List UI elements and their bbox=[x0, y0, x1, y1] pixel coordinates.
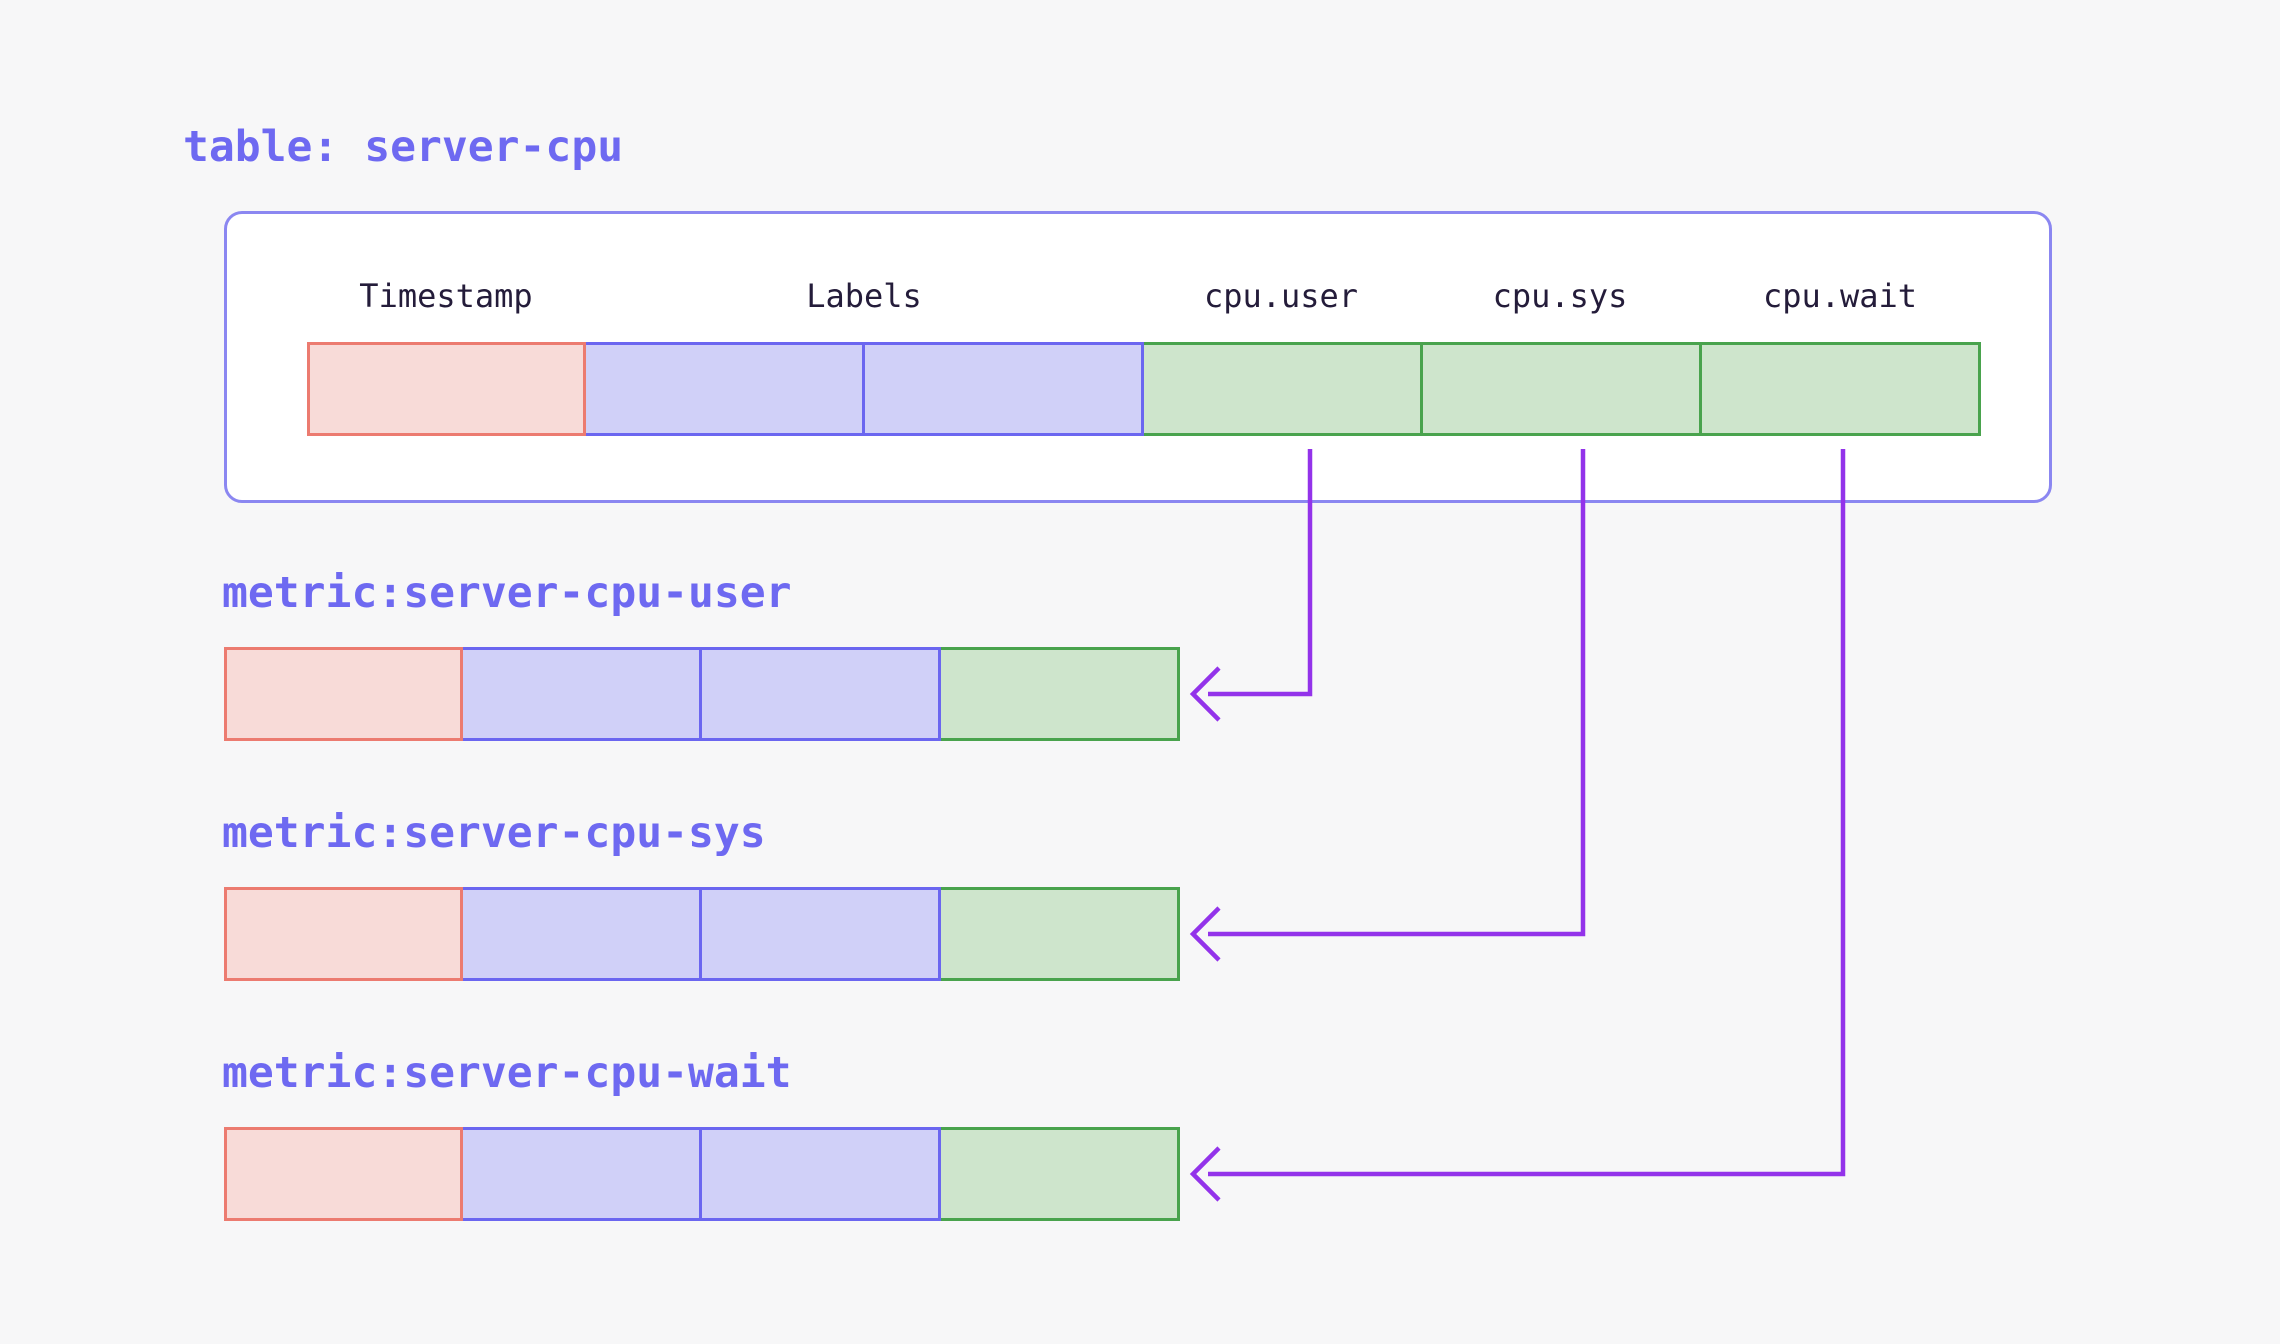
table-title: table: server-cpu bbox=[183, 122, 624, 172]
table-cell-label-1 bbox=[586, 342, 865, 436]
metric-cell-label-2 bbox=[702, 647, 941, 741]
metric-row-server-cpu-user bbox=[224, 647, 1180, 741]
column-header-labels: Labels bbox=[806, 277, 922, 315]
metric-cell-timestamp bbox=[224, 647, 463, 741]
table-cell-label-2 bbox=[865, 342, 1144, 436]
metric-cell-label-1 bbox=[463, 647, 702, 741]
metric-label-server-cpu-wait: metric:server-cpu-wait bbox=[222, 1048, 792, 1098]
metric-cell-label-1 bbox=[463, 887, 702, 981]
table-row bbox=[307, 342, 1981, 436]
column-header-cpu-sys: cpu.sys bbox=[1492, 277, 1628, 315]
metric-row-server-cpu-sys bbox=[224, 887, 1180, 981]
table-cell-timestamp bbox=[307, 342, 586, 436]
metric-cell-label-2 bbox=[702, 887, 941, 981]
table-cell-cpu-sys bbox=[1423, 342, 1702, 436]
metric-cell-value bbox=[941, 887, 1180, 981]
metric-cell-value bbox=[941, 647, 1180, 741]
metric-label-server-cpu-sys: metric:server-cpu-sys bbox=[222, 808, 766, 858]
arrow-cpu-sys-to-metric bbox=[1189, 449, 1586, 962]
metric-cell-label-2 bbox=[702, 1127, 941, 1221]
table-panel: Timestamp Labels cpu.user cpu.sys cpu.wa… bbox=[224, 211, 2052, 503]
metric-row-server-cpu-wait bbox=[224, 1127, 1180, 1221]
column-header-timestamp: Timestamp bbox=[359, 277, 533, 315]
metric-label-server-cpu-user: metric:server-cpu-user bbox=[222, 568, 792, 618]
table-cell-cpu-wait bbox=[1702, 342, 1981, 436]
column-header-cpu-wait: cpu.wait bbox=[1762, 277, 1918, 315]
metric-cell-value bbox=[941, 1127, 1180, 1221]
metric-cell-timestamp bbox=[224, 887, 463, 981]
column-header-cpu-user: cpu.user bbox=[1203, 277, 1359, 315]
table-cell-cpu-user bbox=[1144, 342, 1423, 436]
metric-cell-label-1 bbox=[463, 1127, 702, 1221]
arrow-cpu-wait-to-metric bbox=[1189, 449, 1846, 1202]
metric-cell-timestamp bbox=[224, 1127, 463, 1221]
